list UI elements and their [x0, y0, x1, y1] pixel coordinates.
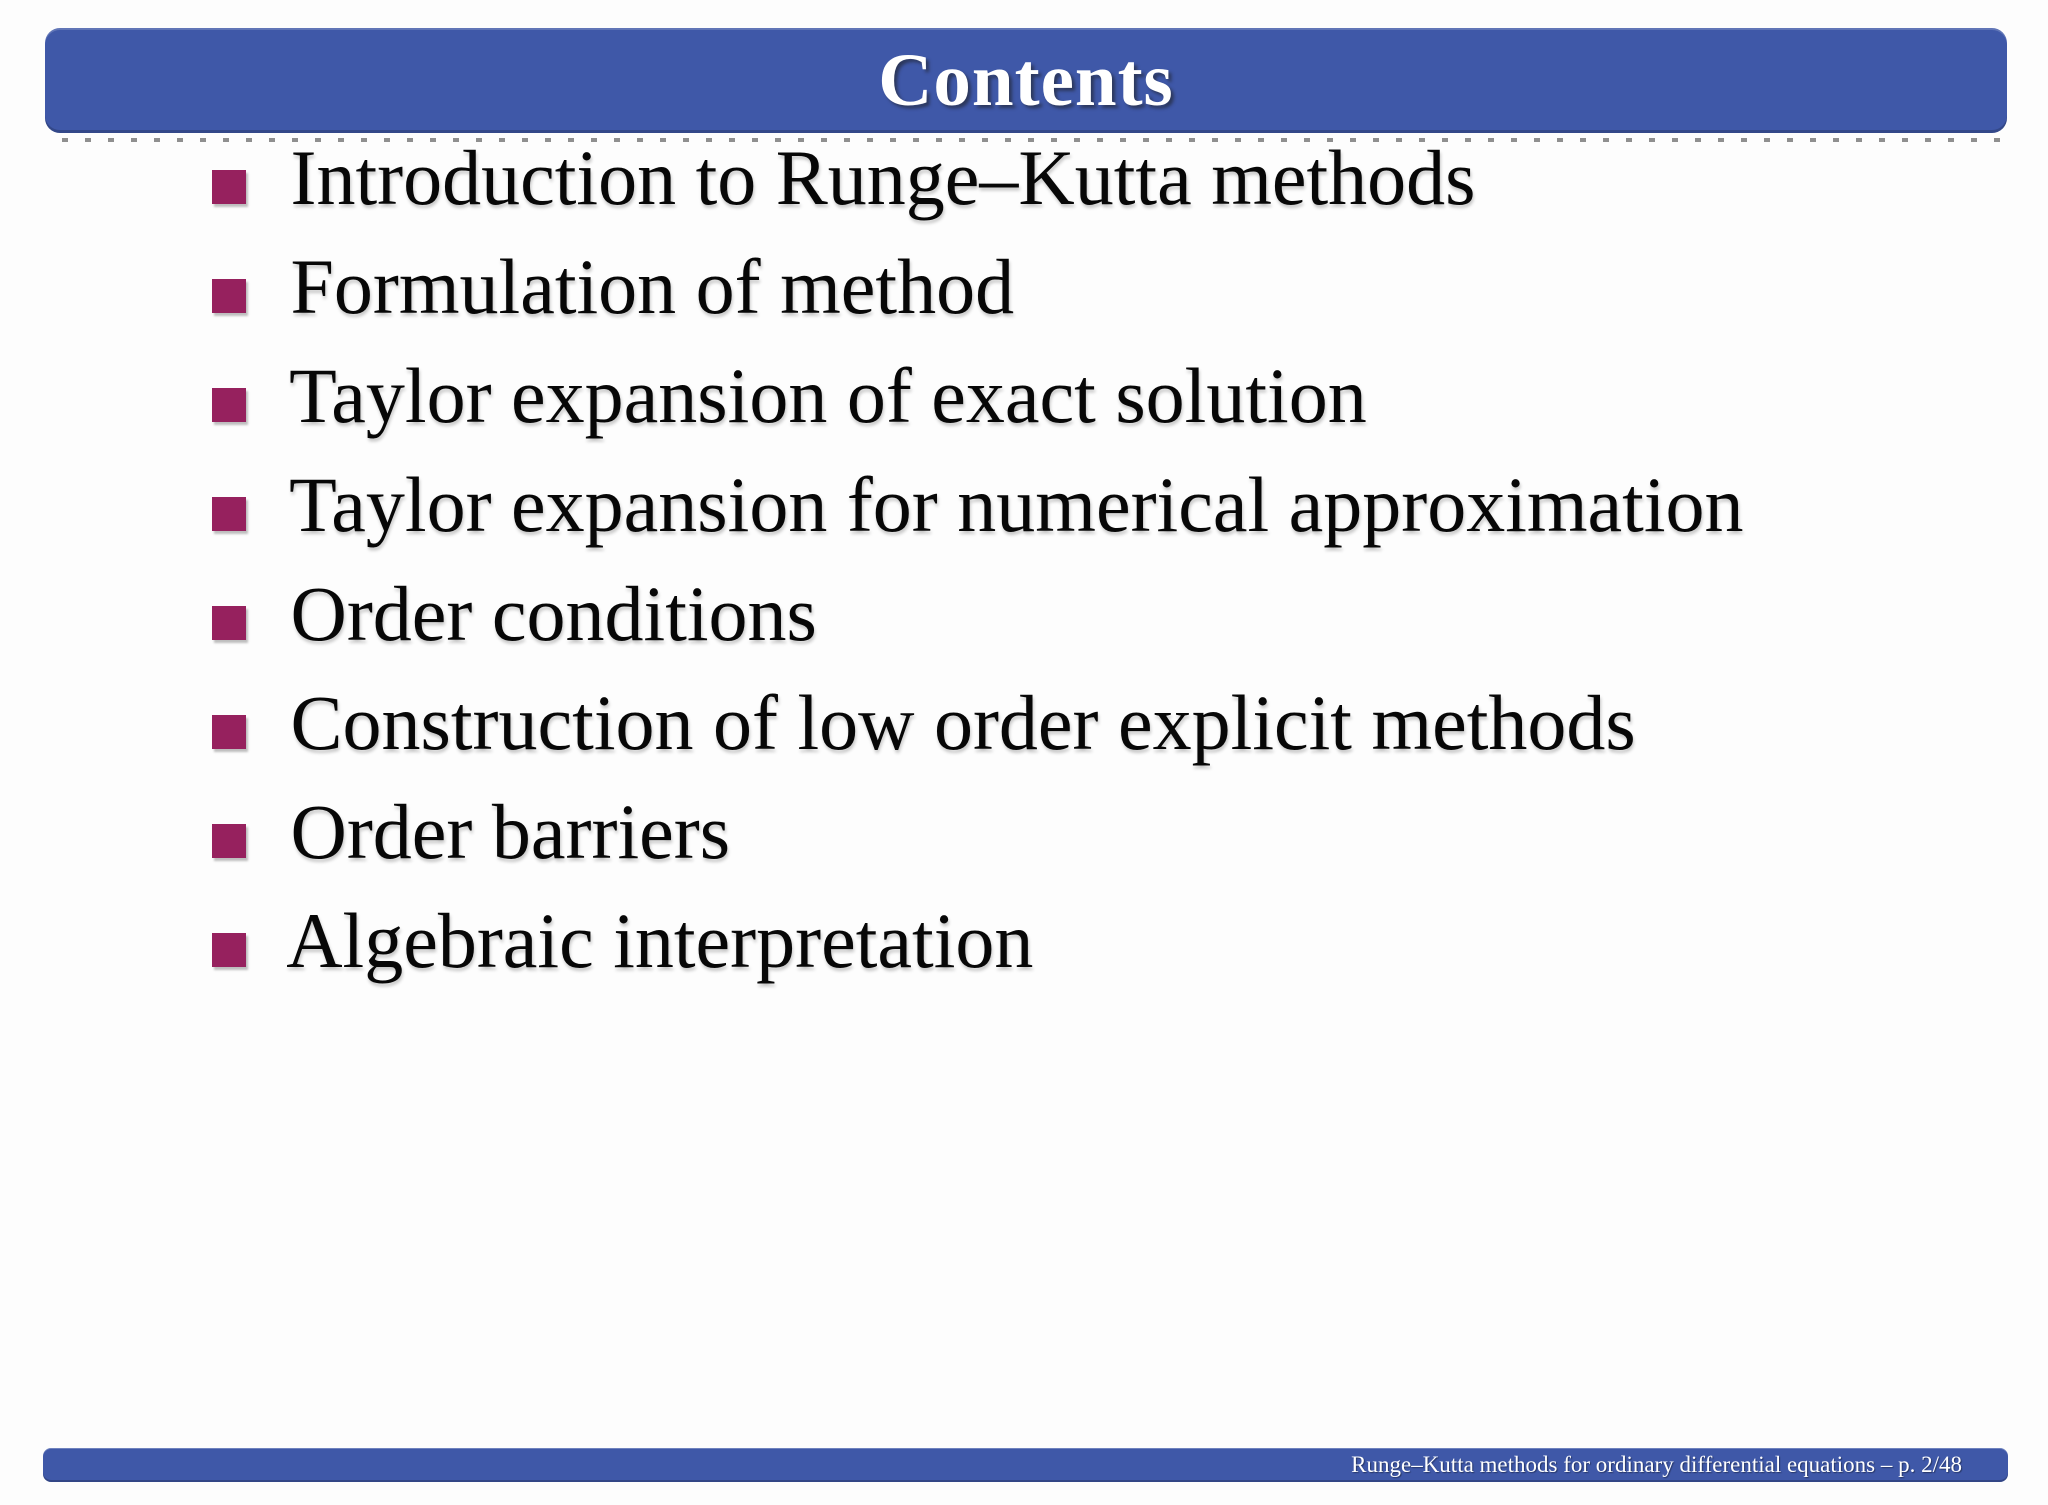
bullet-square-icon — [212, 170, 246, 204]
bullet-square-icon — [212, 824, 246, 858]
list-item-label: Formulation of method — [290, 243, 1015, 330]
list-item-label: Order conditions — [290, 570, 817, 657]
list-item-label: Taylor expansion of exact solution — [289, 352, 1367, 439]
list-item: Algebraic interpretation — [212, 886, 1744, 995]
bullet-square-icon — [212, 715, 246, 749]
list-item-label: Algebraic interpretation — [286, 897, 1034, 984]
list-item: Order conditions — [212, 559, 1744, 668]
list-item: Introduction to Runge–Kutta methods — [212, 123, 1744, 232]
list-item-label: Construction of low order explicit metho… — [290, 679, 1636, 766]
list-item-label: Introduction to Runge–Kutta methods — [290, 134, 1476, 221]
page-title: Contents — [878, 38, 1174, 122]
list-item: Order barriers — [212, 777, 1744, 886]
contents-list: Introduction to Runge–Kutta methods Form… — [212, 123, 1744, 995]
bullet-square-icon — [212, 497, 246, 531]
list-item: Taylor expansion for numerical approxima… — [212, 450, 1744, 559]
bullet-square-icon — [212, 933, 246, 967]
list-item: Formulation of method — [212, 232, 1744, 341]
bullet-square-icon — [212, 279, 246, 313]
list-item-label: Taylor expansion for numerical approxima… — [289, 461, 1744, 548]
bullet-square-icon — [212, 606, 246, 640]
bullet-square-icon — [212, 388, 246, 422]
list-item: Taylor expansion of exact solution — [212, 341, 1744, 450]
list-item-label: Order barriers — [290, 788, 731, 875]
footer-caption: Runge–Kutta methods for ordinary differe… — [1351, 1452, 1962, 1477]
list-item: Construction of low order explicit metho… — [212, 668, 1744, 777]
title-bar: Contents — [45, 28, 2007, 133]
footer-bar: Runge–Kutta methods for ordinary differe… — [43, 1448, 2008, 1482]
title-bar-shadow-dots — [62, 138, 2012, 142]
